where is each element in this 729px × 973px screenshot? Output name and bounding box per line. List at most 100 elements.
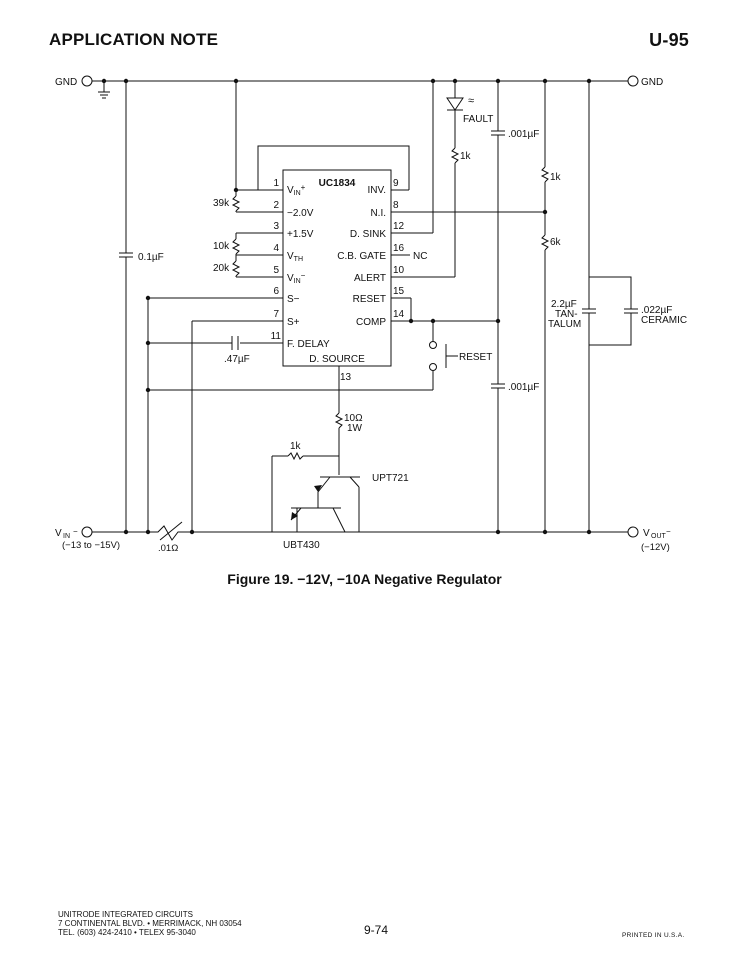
pin-numbers: 1 2 3 4 5 6 7 11 9 8 12 16 10 15 14 13 (271, 178, 405, 383)
negative-rail (81, 521, 639, 541)
chip-name: UC1834 (319, 178, 356, 189)
resistor-10ohm-power: 1W (347, 423, 363, 434)
resistor-20k-value: 20k (213, 263, 230, 274)
svg-text:C.B. GATE: C.B. GATE (337, 251, 386, 262)
uc1834-chip (282, 169, 392, 367)
svg-text:−: − (73, 527, 78, 536)
resistor-10ohm (334, 412, 344, 429)
fault-led (446, 81, 464, 277)
header-title: APPLICATION NOTE (49, 30, 219, 49)
resistor-1k-base (287, 451, 304, 461)
transistor-network (271, 451, 360, 533)
svg-text:F. DELAY: F. DELAY (287, 339, 330, 350)
dsource-network (148, 366, 433, 456)
footer-printed: PRINTED IN U.S.A. (622, 932, 685, 939)
svg-text:D. SINK: D. SINK (350, 229, 386, 240)
svg-text:VIN+: VIN+ (287, 183, 306, 197)
svg-text:9: 9 (393, 178, 399, 189)
svg-text:12: 12 (393, 221, 405, 232)
svg-text:2: 2 (273, 200, 279, 211)
svg-text:10: 10 (393, 265, 405, 276)
vout-value: (−12V) (641, 542, 670, 553)
resistor-1k-base-value: 1k (290, 441, 302, 452)
resistor-led-1k (450, 147, 460, 164)
svg-text:VTH: VTH (287, 251, 303, 263)
gnd-left-label: GND (55, 77, 77, 88)
light-emission-icon: ≈ (468, 95, 474, 107)
vout-label: V (643, 528, 650, 539)
svg-text:S+: S+ (287, 317, 300, 328)
divider-10k-20k (231, 232, 258, 278)
gnd-left-terminal (81, 75, 93, 87)
svg-text:N.I.: N.I. (370, 208, 386, 219)
resistor-39k (231, 190, 258, 213)
tantalum-value: 2.2µF (551, 299, 577, 310)
svg-text:RESET: RESET (353, 294, 386, 305)
capacitor-001-bottom-value: .001µF (508, 382, 539, 393)
footer-company-block: UNITRODE INTEGRATED CIRCUITS 7 CONTINENT… (58, 910, 242, 937)
svg-text:8: 8 (393, 200, 399, 211)
footer-page-number: 9-74 (364, 923, 389, 937)
input-capacitor (119, 81, 133, 532)
vout-terminal (627, 526, 639, 538)
svg-text:D. SOURCE: D. SOURCE (309, 354, 365, 365)
figure-caption: Figure 19. −12V, −10A Negative Regulator (227, 571, 502, 587)
resistor-39k-value: 39k (213, 198, 230, 209)
ubt430-emitter-arrow (291, 512, 298, 520)
upt721-emitter-arrow (314, 485, 322, 492)
resistor-div-1k-value: 1k (550, 172, 562, 183)
svg-text:+1.5V: +1.5V (287, 229, 314, 240)
capacitor-001-top-value: .001µF (508, 129, 539, 140)
footer-company: UNITRODE INTEGRATED CIRCUITS (58, 910, 193, 919)
ubt430-label: UBT430 (283, 540, 320, 551)
output-capacitors (582, 81, 638, 532)
ceramic-type: CERAMIC (641, 315, 687, 326)
resistor-div-6k-value: 6k (550, 237, 562, 248)
nc-label: NC (413, 251, 427, 262)
shunt-resistor-value: .01Ω (158, 543, 178, 554)
gnd-right-label: GND (641, 77, 663, 88)
ceramic-value: .022µF (641, 305, 672, 316)
svg-text:OUT: OUT (651, 533, 667, 540)
footer-address: 7 CONTINENTAL BLVD. • MERRIMACK, NH 0305… (58, 919, 242, 928)
svg-text:−2.0V: −2.0V (287, 208, 314, 219)
svg-text:−: − (666, 527, 671, 536)
footer-phone: TEL. (603) 424-2410 • TELEX 95-3040 (58, 928, 196, 937)
vin-range: (−13 to −15V) (62, 540, 120, 551)
reset-network (410, 298, 458, 390)
shunt-resistor-arrow (159, 521, 183, 541)
svg-text:IN: IN (63, 533, 70, 540)
svg-text:TALUM: TALUM (548, 319, 581, 330)
pin-labels: VIN+ −2.0V +1.5V VTH VIN− S− S+ F. DELAY… (287, 183, 386, 365)
shunt-resistor (150, 525, 628, 541)
svg-text:14: 14 (393, 309, 405, 320)
svg-text:S−: S− (287, 294, 300, 305)
svg-text:11: 11 (271, 331, 282, 342)
svg-text:VIN−: VIN− (287, 271, 306, 285)
svg-text:1: 1 (273, 178, 279, 189)
input-capacitor-value: 0.1µF (138, 252, 164, 263)
svg-text:COMP: COMP (356, 317, 386, 328)
delay-capacitor-value: .47µF (224, 354, 250, 365)
regulator-schematic: GND GND V IN − (−13 to −15V) V OUT − (−1… (55, 75, 687, 554)
vin-label: V (55, 528, 62, 539)
upt721-label: UPT721 (372, 473, 409, 484)
capacitor-001-top (491, 81, 505, 532)
svg-text:INV.: INV. (367, 185, 386, 196)
fault-label: FAULT (463, 114, 493, 125)
svg-text:TAN-: TAN- (555, 309, 578, 320)
gnd-right-terminal (627, 75, 639, 87)
svg-text:16: 16 (393, 243, 405, 254)
svg-text:7: 7 (273, 309, 279, 320)
delay-capacitor (231, 336, 239, 350)
resistor-10ohm-value: 10Ω (344, 413, 363, 424)
resistor-led-1k-value: 1k (460, 151, 472, 162)
ground-rail (81, 75, 639, 99)
vin-terminal (81, 526, 93, 538)
header-page-code: U-95 (649, 30, 689, 50)
reset-button-label: RESET (459, 352, 492, 363)
pin1-pin9-loop (235, 81, 410, 191)
svg-text:13: 13 (340, 372, 352, 383)
svg-text:4: 4 (273, 243, 279, 254)
resistor-10k-value: 10k (213, 241, 230, 252)
